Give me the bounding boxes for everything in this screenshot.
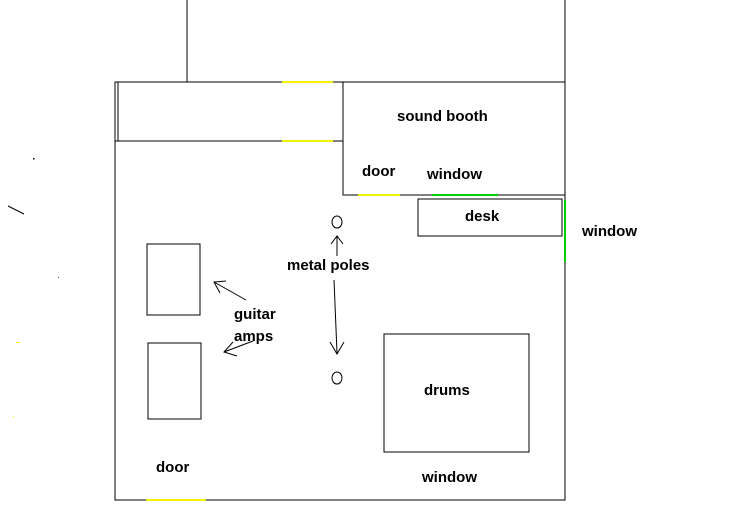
- guitar-amp-top: [146, 243, 201, 316]
- desk-shape: [417, 198, 563, 237]
- booth-door-label: door: [362, 163, 396, 180]
- stray-mark-dot-4: [13, 416, 14, 417]
- bottom-door-label: door: [156, 459, 190, 476]
- arrow-to-top-amp: [213, 280, 247, 301]
- arrow-to-top-pole: [330, 235, 344, 256]
- drums-label: drums: [424, 382, 470, 399]
- booth-window-label: window: [427, 166, 482, 183]
- arrow-to-bottom-amp: [223, 340, 254, 357]
- metal-pole-bottom: [331, 371, 343, 385]
- drums-shape: [383, 333, 530, 453]
- stray-mark-dot-1: [33, 158, 35, 160]
- bottom-window-label: window: [422, 469, 477, 486]
- guitar-amps-label: guitar amps: [234, 306, 276, 345]
- stray-mark-dot-3: [16, 342, 20, 343]
- desk-label: desk: [465, 208, 500, 225]
- right-window-label: window: [582, 223, 637, 240]
- stray-mark-dash: [7, 205, 25, 215]
- main-room-wall: [114, 81, 566, 501]
- stray-mark-dot-2: [58, 277, 59, 278]
- metal-pole-top: [331, 215, 343, 229]
- sound-booth-label: sound booth: [397, 108, 488, 125]
- arrow-to-bottom-pole: [329, 279, 345, 355]
- metal-poles-label: metal poles: [287, 257, 370, 274]
- guitar-amp-bottom: [147, 342, 202, 420]
